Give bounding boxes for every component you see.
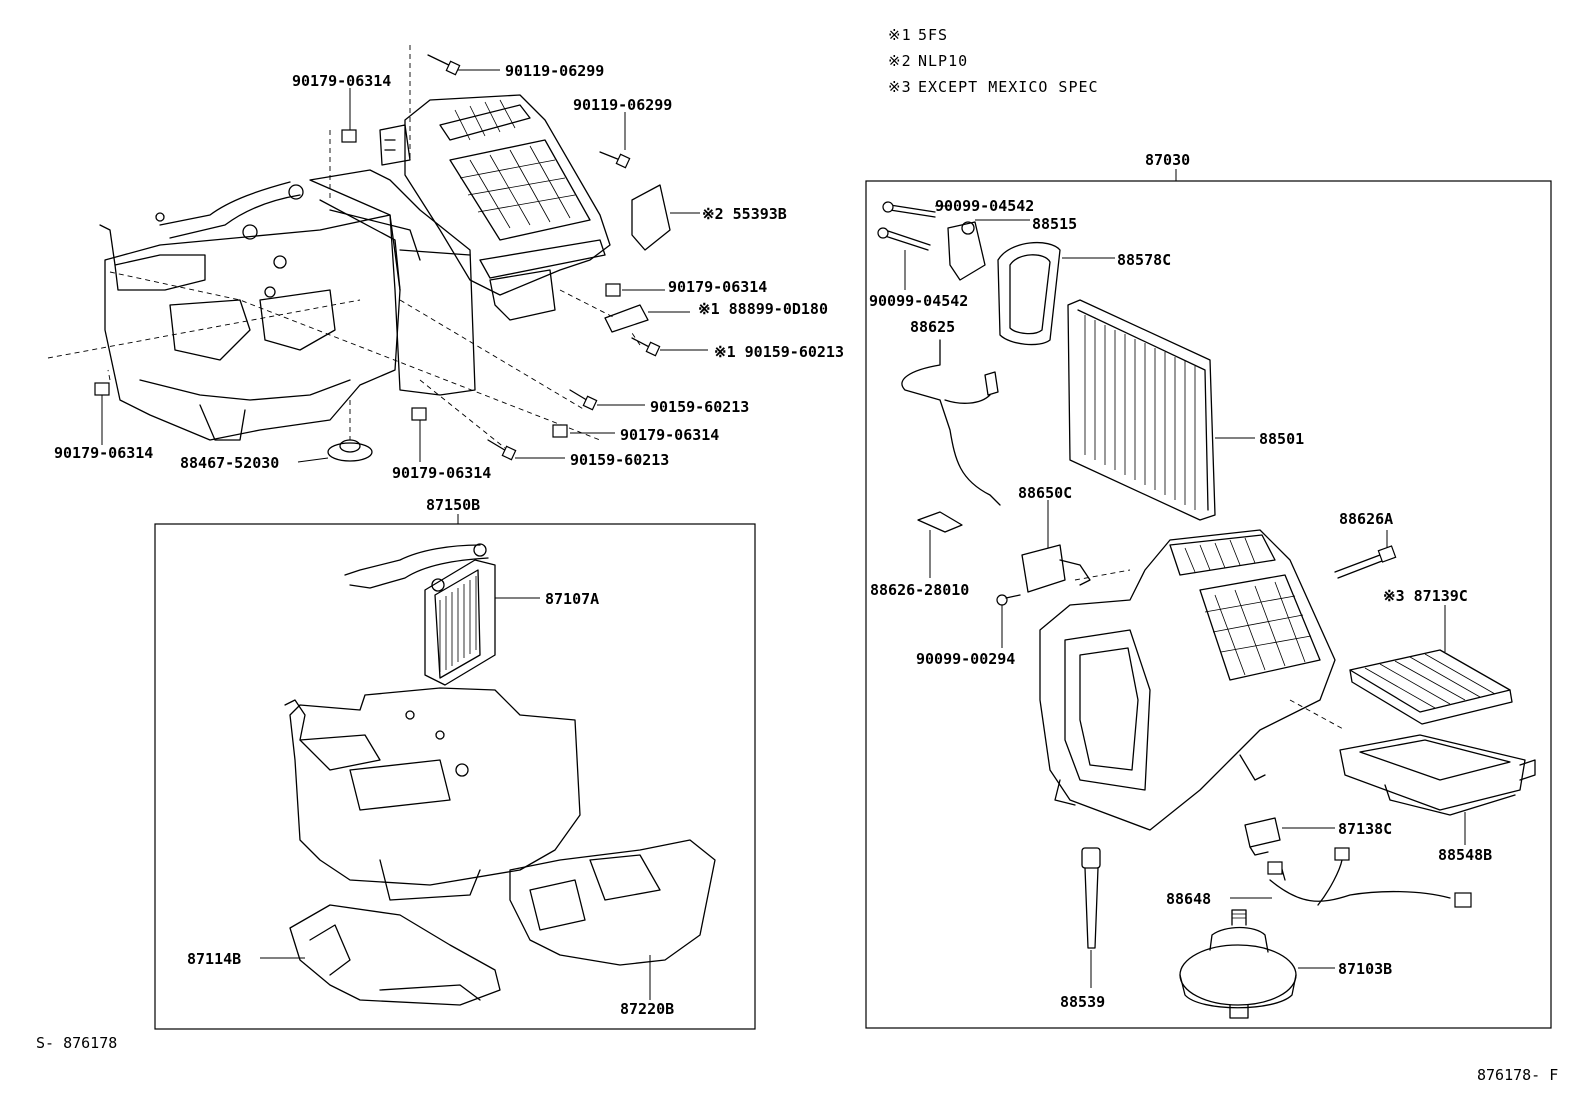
grommet-icon (297, 439, 373, 463)
label-88501: 88501 (1259, 430, 1304, 448)
note-3-text: EXCEPT MEXICO SPEC (918, 78, 1099, 96)
note-3-mark: ※3 (888, 78, 912, 96)
label-90179-06314-a: 90179-06314 (292, 72, 391, 90)
heater-core-illustration (344, 543, 540, 686)
label-90159-60213-a: ※1 90159-60213 (714, 343, 844, 361)
hvac-assembly-illustration (47, 45, 708, 463)
expansion-valve-icon (947, 219, 1030, 281)
label-87138c: 87138C (1338, 820, 1392, 838)
footer-left-ref: S- 876178 (36, 1034, 117, 1052)
label-88539: 88539 (1060, 993, 1105, 1011)
label-88650c: 88650C (1018, 484, 1072, 502)
label-87103b: 87103B (1338, 960, 1392, 978)
bolt-icon (569, 389, 645, 411)
nut-icon (341, 88, 357, 143)
label-88625: 88625 (910, 318, 955, 336)
label-88626-28010: 88626-28010 (870, 581, 969, 599)
label-55393b: ※2 55393B (702, 205, 787, 223)
label-87114b: 87114B (187, 950, 241, 968)
label-88467-52030: 88467-52030 (180, 454, 279, 472)
label-87150b: 87150B (426, 496, 480, 514)
amplifier-icon (1021, 500, 1091, 593)
bolt-icon (631, 337, 708, 357)
label-90099-04542-a: 90099-04542 (935, 197, 1034, 215)
label-90179-06314-c: 90179-06314 (620, 426, 719, 444)
lower-duct-illustration (260, 904, 501, 1006)
screw-icon (882, 201, 950, 218)
filter-case-illustration (1339, 734, 1536, 845)
footer-right-ref: 876178- F (1477, 1066, 1558, 1084)
nut-icon (411, 407, 427, 462)
seal-icon (631, 184, 700, 251)
label-88626a: 88626A (1339, 510, 1393, 528)
label-90099-00294: 90099-00294 (916, 650, 1015, 668)
air-mix-duct-illustration (509, 839, 716, 1000)
screw-icon (877, 227, 931, 290)
nut-icon (605, 283, 665, 297)
blower-case-illustration (1039, 529, 1336, 831)
screw-icon (996, 594, 1021, 648)
group-87150b-box: 87150B (154, 496, 756, 1030)
note-1-mark: ※1 (888, 26, 912, 44)
label-90119-06299-b: 90119-06299 (573, 96, 672, 114)
wire-harness-icon (1230, 847, 1472, 908)
label-88648: 88648 (1166, 890, 1211, 908)
thermistor-wire-icon (901, 339, 1001, 506)
bolt-icon (427, 54, 500, 76)
heater-case-illustration (284, 687, 581, 901)
spec-notes: ※1 5FS ※2 NLP10 ※3 EXCEPT MEXICO SPEC (888, 26, 1099, 96)
label-90119-06299-a: 90119-06299 (505, 62, 604, 80)
label-90159-60213-c: 90159-60213 (570, 451, 669, 469)
note-2-text: NLP10 (918, 52, 968, 70)
label-87220b: 87220B (620, 1000, 674, 1018)
air-filter-illustration (1349, 605, 1513, 725)
label-88578c: 88578C (1117, 251, 1171, 269)
label-90179-06314-b: 90179-06314 (668, 278, 767, 296)
seal-ring-icon (997, 241, 1115, 346)
label-88515: 88515 (1032, 215, 1077, 233)
label-90179-06314-e: 90179-06314 (392, 464, 491, 482)
nut-icon (94, 382, 110, 445)
label-87107a: 87107A (545, 590, 599, 608)
blower-motor-illustration (1179, 909, 1335, 1019)
note-2-mark: ※2 (888, 52, 912, 70)
support-rod-icon (1081, 847, 1101, 988)
evaporator-illustration (1067, 299, 1255, 521)
group-87030-box: 87030 (865, 151, 1552, 1029)
label-90159-60213-b: 90159-60213 (650, 398, 749, 416)
nut-icon (552, 424, 615, 438)
bolt-icon (487, 439, 565, 461)
label-87030: 87030 (1145, 151, 1190, 169)
label-90179-06314-d: 90179-06314 (54, 444, 153, 462)
label-87139c: ※3 87139C (1383, 587, 1468, 605)
cable-tie-icon (1334, 530, 1397, 579)
clip-icon (917, 511, 963, 578)
label-88899-0d180: ※1 88899-0D180 (698, 300, 828, 318)
label-90099-04542-b: 90099-04542 (869, 292, 968, 310)
label-88548b: 88548B (1438, 846, 1492, 864)
resistor-icon (1244, 817, 1335, 856)
bolt-icon (599, 112, 631, 169)
bracket-icon (604, 304, 690, 333)
note-1-text: 5FS (918, 26, 948, 44)
